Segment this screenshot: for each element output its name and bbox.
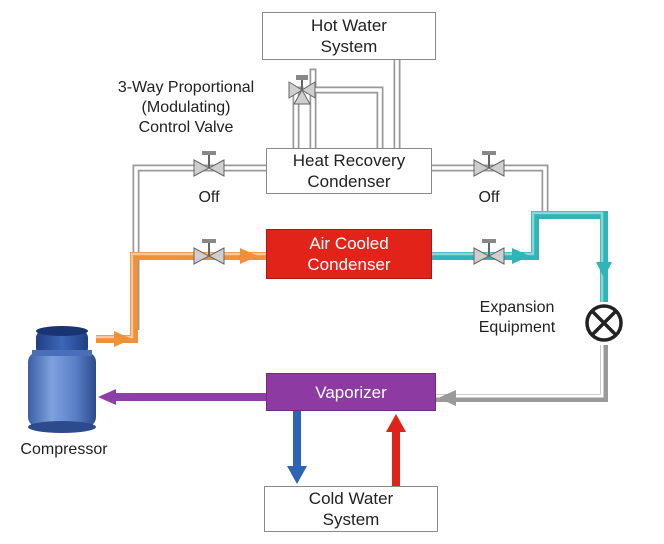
cold-water-system-box: Cold Water System	[264, 486, 438, 532]
vaporizer-box: Vaporizer	[266, 373, 436, 411]
off-right-label: Off	[478, 189, 500, 206]
heat-recovery-line1: Heat Recovery	[292, 151, 406, 170]
heat-recovery-condenser-box: Heat Recovery Condenser	[266, 148, 432, 194]
cold-water-return-arrow	[386, 414, 406, 432]
hot-water-pipes	[292, 56, 401, 154]
expansion-to-vaporizer-inner	[436, 345, 604, 398]
three-way-valve-icon[interactable]	[288, 75, 316, 105]
gray-arrow-vaporizer	[438, 390, 456, 406]
air-cooled-condenser-box: Air Cooled Condenser	[266, 229, 432, 279]
heat-recovery-line2: Condenser	[307, 172, 391, 191]
expansion-equipment-label: Expansion Equipment	[464, 298, 570, 338]
discharge-arrow-compressor	[114, 331, 132, 347]
three-way-valve-label: 3-Way Proportional (Modulating) Control …	[94, 78, 278, 138]
discharge-line	[96, 252, 266, 343]
expansion-line2: Equipment	[478, 319, 556, 336]
cold-water-supply-arrow	[287, 466, 307, 484]
expansion-to-vaporizer-line	[436, 345, 608, 402]
off-left-label: Off	[198, 189, 220, 206]
compressor-label: Compressor	[20, 441, 108, 458]
hot-water-line1: Hot Water	[311, 16, 387, 35]
valve-air-outlet-icon[interactable]	[473, 239, 505, 265]
air-cooled-line2: Condenser	[307, 255, 391, 274]
hot-water-system-box: Hot Water System	[262, 12, 436, 60]
cold-water-line1: Cold Water	[308, 489, 394, 508]
discharge-arrow-air-condenser	[240, 248, 258, 264]
vaporizer-label: Vaporizer	[315, 382, 387, 402]
liquid-arrow-out	[512, 248, 530, 264]
liquid-arrow-down	[596, 262, 612, 278]
cold-water-line2: System	[322, 510, 380, 529]
three-way-valve-label-line2: (Modulating)	[141, 99, 231, 116]
compressor-icon[interactable]	[28, 326, 96, 433]
discharge-line-highlight	[96, 252, 266, 339]
three-way-valve-label-line3: Control Valve	[138, 119, 234, 136]
hot-water-line2: System	[320, 37, 378, 56]
expansion-line1: Expansion	[479, 299, 555, 316]
valve-off-right-icon[interactable]	[473, 151, 505, 177]
three-way-valve-label-line1: 3-Way Proportional	[117, 79, 255, 96]
expansion-valve-icon[interactable]	[585, 304, 623, 342]
hot-water-pipes-inner	[294, 58, 399, 152]
valve-off-left-icon[interactable]	[193, 151, 225, 177]
valve-air-inlet-icon[interactable]	[193, 239, 225, 265]
air-cooled-line1: Air Cooled	[309, 234, 389, 253]
suction-arrow	[98, 389, 116, 405]
